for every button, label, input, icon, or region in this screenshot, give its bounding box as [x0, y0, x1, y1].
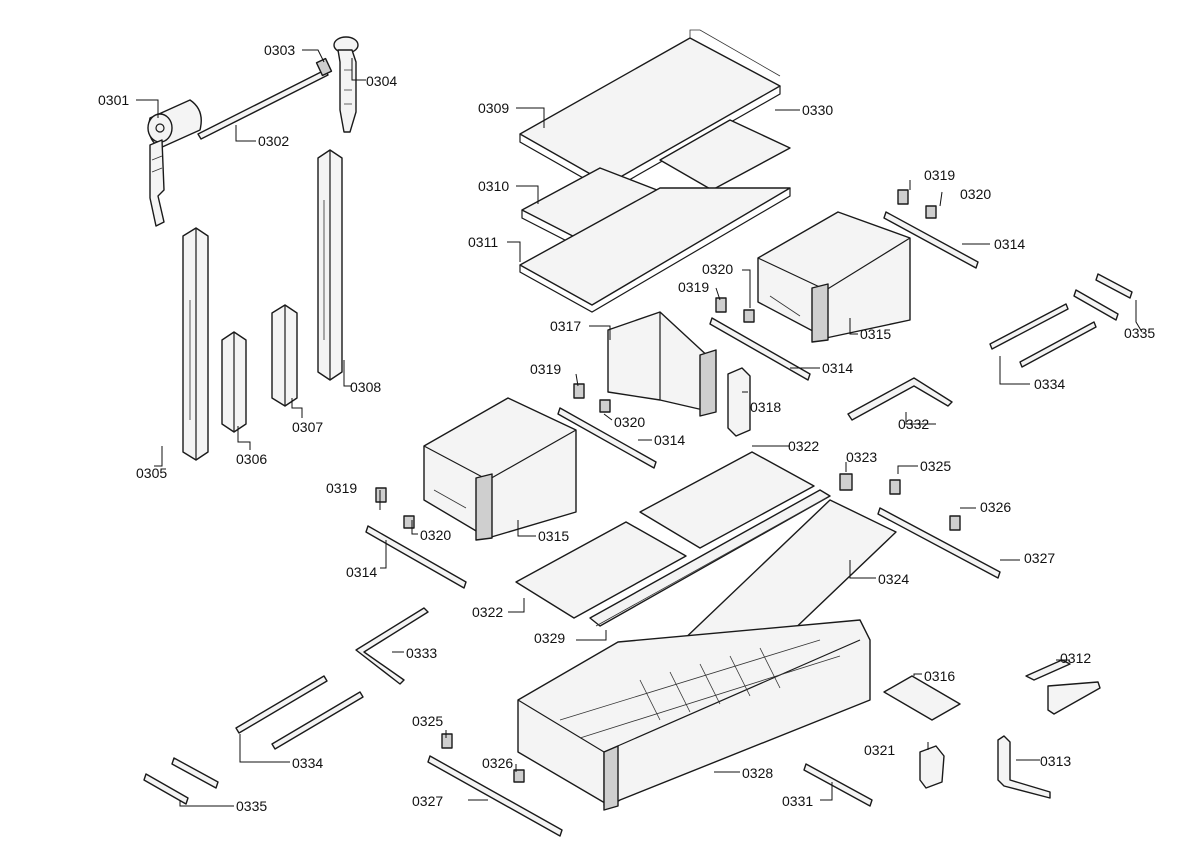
label-0306: 0306 [236, 451, 267, 467]
part-0334a-drawing [989, 303, 1097, 368]
label-0315-b: 0315 [538, 528, 569, 544]
part-0314d-drawing [365, 525, 467, 589]
label-0319-d: 0319 [326, 480, 357, 496]
part-0304-drawing [333, 36, 359, 133]
label-0317: 0317 [550, 318, 581, 334]
label-0327-a: 0327 [1024, 550, 1055, 566]
label-0334-a: 0334 [1034, 376, 1065, 392]
part-0301-drawing [147, 99, 202, 227]
part-0315b-drawing [423, 397, 577, 541]
part-0312-drawing [1025, 659, 1101, 715]
label-0322-b: 0322 [472, 604, 503, 620]
label-0326-a: 0326 [980, 499, 1011, 515]
part-0333-drawing [355, 607, 429, 685]
label-0311: 0311 [468, 234, 498, 250]
part-0327a-drawing [877, 479, 1001, 579]
label-0330: 0330 [802, 102, 833, 118]
label-0318: 0318 [750, 399, 781, 415]
label-0308: 0308 [350, 379, 381, 395]
label-0322-a: 0322 [788, 438, 819, 454]
part-0315a-drawing [757, 211, 911, 343]
part-0332-drawing [847, 377, 953, 421]
part-0302-drawing [197, 69, 329, 140]
label-0304: 0304 [366, 73, 397, 89]
leader-lines [136, 49, 1143, 807]
part-0305-drawing [182, 227, 209, 461]
label-0333: 0333 [406, 645, 437, 661]
label-0334-b: 0334 [292, 755, 323, 771]
label-0314-d: 0314 [346, 564, 377, 580]
part-0314a-drawing [883, 211, 979, 269]
label-0319-a: 0319 [924, 167, 955, 183]
part-0322b-drawing [515, 521, 687, 619]
part-0307-drawing [271, 304, 298, 407]
part-0303-drawing [315, 57, 333, 77]
label-0302: 0302 [258, 133, 289, 149]
part-0318-drawing [727, 367, 751, 437]
label-0319-b: 0319 [678, 279, 709, 295]
label-0303: 0303 [264, 42, 295, 58]
part-0306-drawing [221, 331, 247, 433]
part-0335a-drawing [1073, 273, 1133, 321]
part-0316-drawing [883, 675, 961, 721]
part-0334b-drawing [235, 675, 364, 750]
part-labels: 0301 0302 0303 0304 0305 0306 0307 0308 … [98, 42, 1155, 814]
label-0320-c: 0320 [614, 414, 645, 430]
label-0324: 0324 [878, 571, 909, 587]
part-0327b-drawing [427, 733, 563, 837]
label-0310: 0310 [478, 178, 509, 194]
label-0316: 0316 [924, 668, 955, 684]
label-0329: 0329 [534, 630, 565, 646]
part-0330-drawing [659, 119, 791, 191]
label-0319-c: 0319 [530, 361, 561, 377]
label-0320-a: 0320 [960, 186, 991, 202]
part-0321-drawing [919, 745, 945, 789]
label-0328: 0328 [742, 765, 773, 781]
label-0313: 0313 [1040, 753, 1071, 769]
label-0325-b: 0325 [412, 713, 443, 729]
part-0314b-drawing [709, 317, 811, 381]
label-0307: 0307 [292, 419, 323, 435]
label-0335-b: 0335 [236, 798, 267, 814]
label-0332: 0332 [898, 416, 929, 432]
label-0326-b: 0326 [482, 755, 513, 771]
part-0329-drawing [589, 489, 831, 627]
part-0335b-drawing [143, 757, 219, 805]
label-0331: 0331 [782, 793, 813, 809]
part-0323-drawing [839, 473, 853, 491]
label-0314-c: 0314 [654, 432, 685, 448]
label-0321: 0321 [864, 742, 895, 758]
label-0312: 0312 [1060, 650, 1091, 666]
label-0309: 0309 [478, 100, 509, 116]
part-0331-drawing [803, 763, 873, 807]
label-0325-a: 0325 [920, 458, 951, 474]
label-0323: 0323 [846, 449, 877, 465]
label-0315-a: 0315 [860, 326, 891, 342]
part-0313-drawing [997, 735, 1051, 799]
part-0311-drawing [519, 187, 791, 313]
label-0327-b: 0327 [412, 793, 443, 809]
label-0301: 0301 [98, 92, 129, 108]
part-0314c-drawing [557, 407, 657, 469]
label-0314-a: 0314 [994, 236, 1025, 252]
label-0305: 0305 [136, 465, 167, 481]
label-0335-a: 0335 [1124, 325, 1155, 341]
part-0317-drawing [607, 311, 717, 417]
part-0322a-drawing [639, 451, 815, 549]
label-0320-b: 0320 [702, 261, 733, 277]
label-0314-b: 0314 [822, 360, 853, 376]
part-0308-drawing [317, 149, 343, 381]
part-clips-drawing [375, 189, 937, 529]
part-0328-drawing [517, 619, 871, 811]
label-0320-d: 0320 [420, 527, 451, 543]
